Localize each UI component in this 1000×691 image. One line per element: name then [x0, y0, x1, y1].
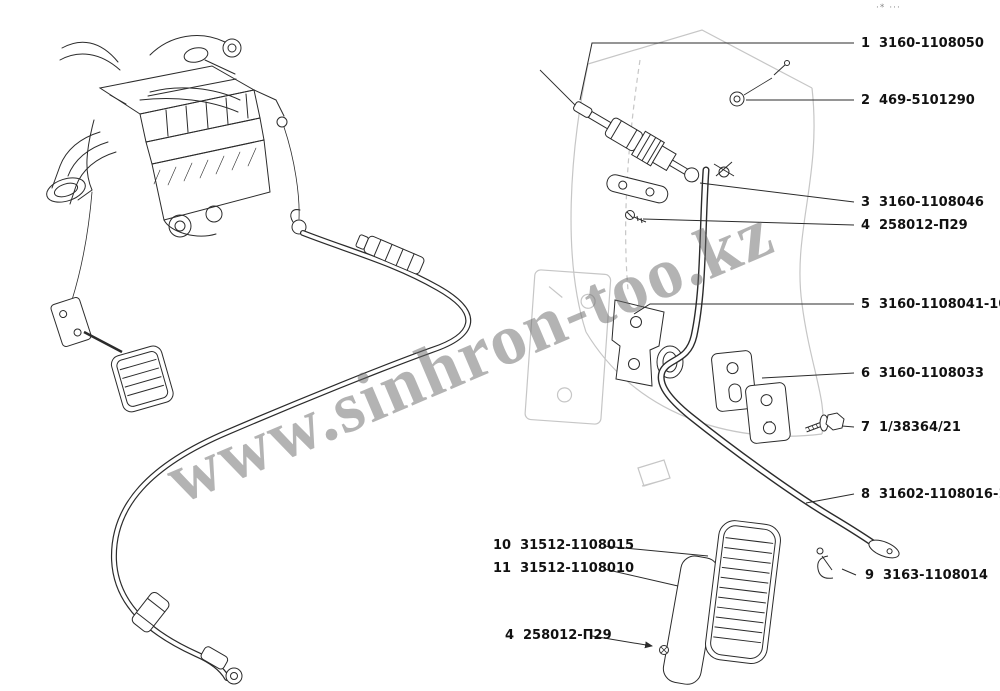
leader-lines — [579, 42, 857, 649]
callout-1: 1 3160-1108050 — [856, 36, 984, 51]
callout-10: 10 31512-1108015 — [493, 538, 634, 553]
pedal-rod-item8 — [657, 166, 900, 559]
callout-8: 8 31602-1108016-1 — [856, 487, 1000, 502]
callout-number: 11 — [493, 561, 512, 576]
callout-part-number: 31602-1108016-1 — [879, 487, 1000, 502]
callout-part-number: 258012-П29 — [523, 628, 612, 643]
bracket-item5 — [611, 299, 665, 387]
leader-7 — [841, 425, 855, 428]
callout-number: 5 — [860, 297, 870, 312]
leader-5 — [633, 303, 854, 315]
clevis-pin — [713, 161, 735, 178]
panel-clip — [637, 459, 671, 487]
leader-3 — [699, 182, 855, 203]
callout-number: 7 — [860, 420, 870, 435]
callout-number: 3 — [860, 195, 870, 210]
callout-5: 5 3160-1108041-10 — [856, 297, 1000, 312]
callout-6: 6 3160-1108033 — [856, 366, 984, 381]
callout-number: 4 — [504, 628, 514, 643]
cable-adjuster — [355, 234, 425, 275]
corner-mark: ·* ··· — [876, 3, 901, 13]
leader-10 — [603, 545, 709, 557]
callout-number: 6 — [860, 366, 870, 381]
screw-item4-bottom — [659, 645, 669, 655]
callout-part-number: 3160-1108041-10 — [879, 297, 1000, 312]
callout-number: 10 — [493, 538, 512, 553]
callout-number: 1 — [860, 36, 870, 51]
left-pedal-assembly — [50, 296, 174, 413]
leader-1 — [579, 42, 854, 101]
callout-7: 7 1/38364/21 — [856, 420, 961, 435]
callout-number: 8 — [860, 487, 870, 502]
cable-lower-barrel — [131, 591, 170, 633]
callout-part-number: 1/38364/21 — [879, 420, 961, 435]
callout-number: 2 — [860, 93, 870, 108]
washer-item2 — [729, 60, 790, 107]
callout-part-number: 31512-1108015 — [520, 538, 635, 553]
leader-6 — [761, 372, 855, 379]
left-pedal-pad — [110, 345, 174, 413]
plates-item6 — [711, 350, 791, 444]
bolt-item7 — [805, 412, 845, 433]
callout-part-number: 3160-1108033 — [879, 366, 984, 381]
callout-2: 2 469-5101290 — [856, 93, 975, 108]
callout-part-number: 469-5101290 — [879, 93, 975, 108]
callout-number: 9 — [864, 568, 874, 583]
callout-9: 9 3163-1108014 — [860, 568, 988, 583]
cable-end-assembly-item1 — [539, 69, 735, 183]
callout-part-number: 3160-1108050 — [879, 36, 984, 51]
leader-9 — [841, 568, 857, 576]
callout-3: 3 3160-1108046 — [856, 195, 984, 210]
pedal-pad-item10 — [705, 520, 781, 665]
clip-item9 — [816, 547, 834, 579]
panel-mounting-plate — [524, 269, 612, 425]
engine-illustration — [46, 35, 300, 301]
leader-11 — [603, 568, 679, 587]
leader-8 — [805, 493, 855, 504]
callout-part-number: 3160-1108046 — [879, 195, 984, 210]
callout-part-number: 258012-П29 — [879, 218, 968, 233]
throttle-cable — [110, 209, 472, 685]
callout-number: 4 — [860, 218, 870, 233]
callout-4: 4 258012-П29 — [856, 218, 968, 233]
callout-11: 11 31512-1108010 — [493, 561, 634, 576]
leader-4-bottom — [591, 635, 653, 649]
leader-4 — [642, 218, 855, 226]
bracket-item3 — [606, 174, 669, 204]
cable-end-eyelet — [200, 646, 243, 685]
callout-part-number: 3163-1108014 — [883, 568, 988, 583]
screw-item4-top — [625, 210, 647, 224]
callout-part-number: 31512-1108010 — [520, 561, 635, 576]
callout-4-bottom: 4 258012-П29 — [500, 628, 612, 643]
